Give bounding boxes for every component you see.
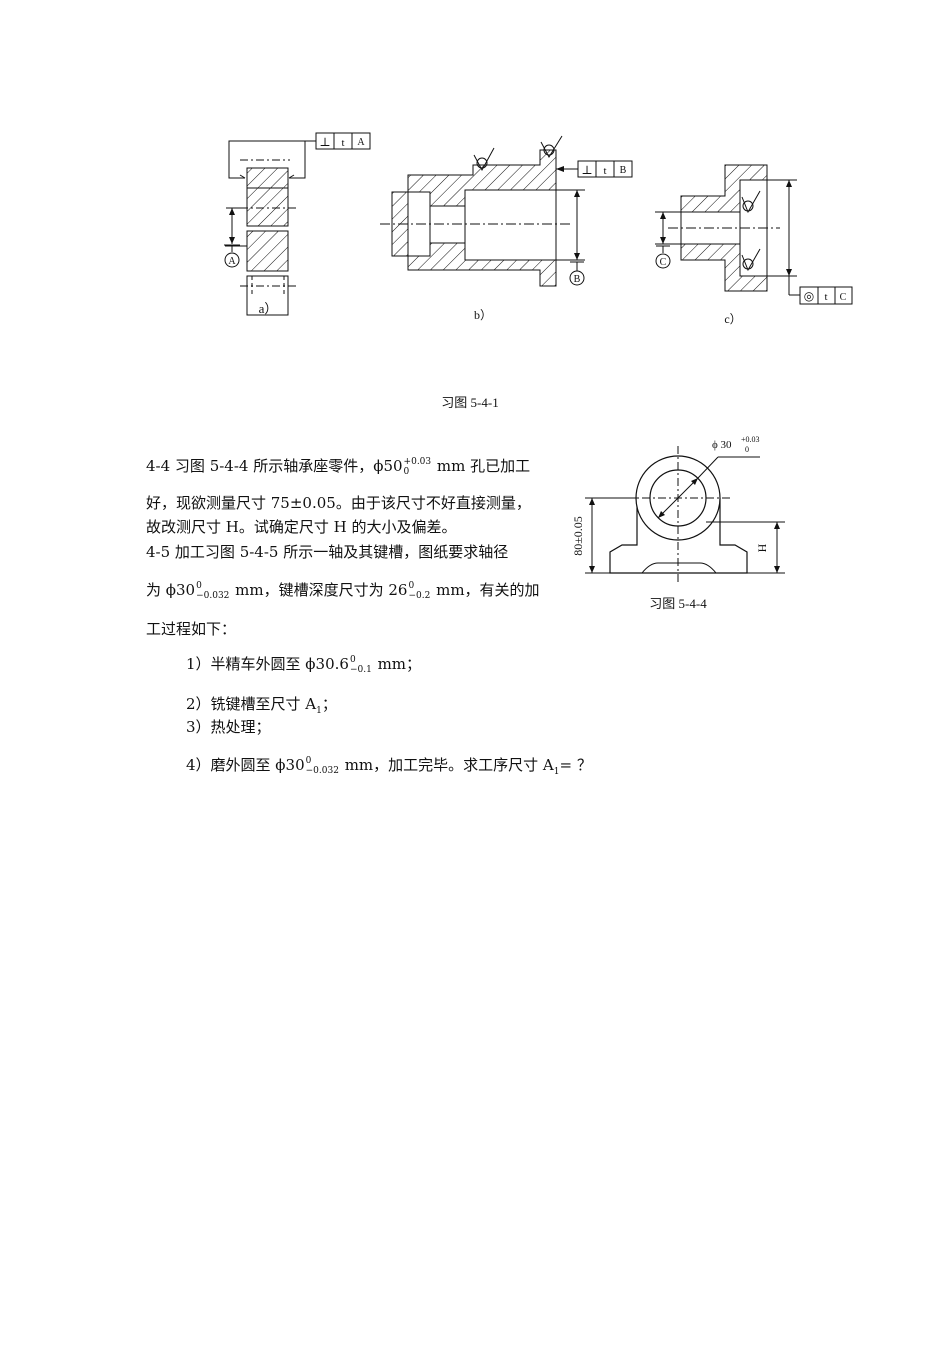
svg-text:t: t	[824, 291, 827, 303]
figure-5-4-4-caption: 习图 5-4-4	[649, 596, 707, 611]
svg-text:◎: ◎	[804, 289, 814, 303]
bore-tol-upper: +0.03	[741, 435, 760, 444]
process-step-3: 3）热处理；	[186, 718, 271, 736]
feature-frame-a: ⊥ t A	[315, 132, 371, 150]
subfigure-c-drawing: C ◎ t C c）	[655, 164, 853, 326]
svg-text:C: C	[660, 257, 667, 268]
h-dimension-label: H	[755, 543, 769, 552]
problem-4-5-line1: 4-5 加工习图 5-4-5 所示一轴及其键槽，图纸要求轴径	[146, 543, 509, 561]
problem-4-4-line3: 故改测尺寸 H。试确定尺寸 H 的大小及偏差。	[146, 518, 457, 536]
svg-text:t: t	[603, 165, 606, 177]
svg-text:B: B	[574, 274, 581, 285]
datum-a-symbol: A	[224, 245, 240, 268]
subfigure-b-drawing: ⊥ t B B b）	[380, 135, 633, 322]
feature-frame-b: ⊥ t B	[577, 160, 633, 178]
datum-b-symbol: B	[569, 261, 585, 286]
process-step-2: 2）铣键槽至尺寸 A1；	[186, 695, 337, 716]
figure-5-4-1-caption: 习图 5-4-1	[441, 395, 498, 410]
height-dimension-label: 80±0.05	[571, 516, 585, 556]
svg-text:⊥: ⊥	[319, 135, 330, 149]
svg-text:t: t	[341, 137, 344, 149]
svg-text:A: A	[228, 256, 236, 267]
svg-text:A: A	[357, 137, 365, 148]
problem-4-4-line2: 好，现欲测量尺寸 75±0.05。由于该尺寸不好直接测量，	[146, 494, 531, 512]
figure-5-4-4: ϕ 30 +0.03 0 80±0.05 H 习图 5-4-4	[571, 435, 785, 611]
subfigure-b-label: b）	[474, 308, 492, 322]
bore-tol-lower: 0	[745, 445, 749, 454]
subfigure-a-drawing: ⊥ t A A a）	[224, 132, 371, 316]
svg-text:C: C	[840, 292, 847, 303]
figure-5-4-1: ⊥ t A A a）	[224, 132, 853, 410]
problem-4-5-line3: 工过程如下：	[146, 620, 237, 638]
datum-c-symbol: C	[655, 245, 671, 269]
svg-text:B: B	[620, 165, 627, 176]
bore-label: ϕ 30	[712, 439, 732, 451]
subfigure-c-label: c）	[724, 312, 741, 326]
feature-frame-c: ◎ t C	[799, 286, 853, 305]
svg-text:⊥: ⊥	[581, 163, 592, 177]
subfigure-a-label: a）	[259, 301, 278, 316]
